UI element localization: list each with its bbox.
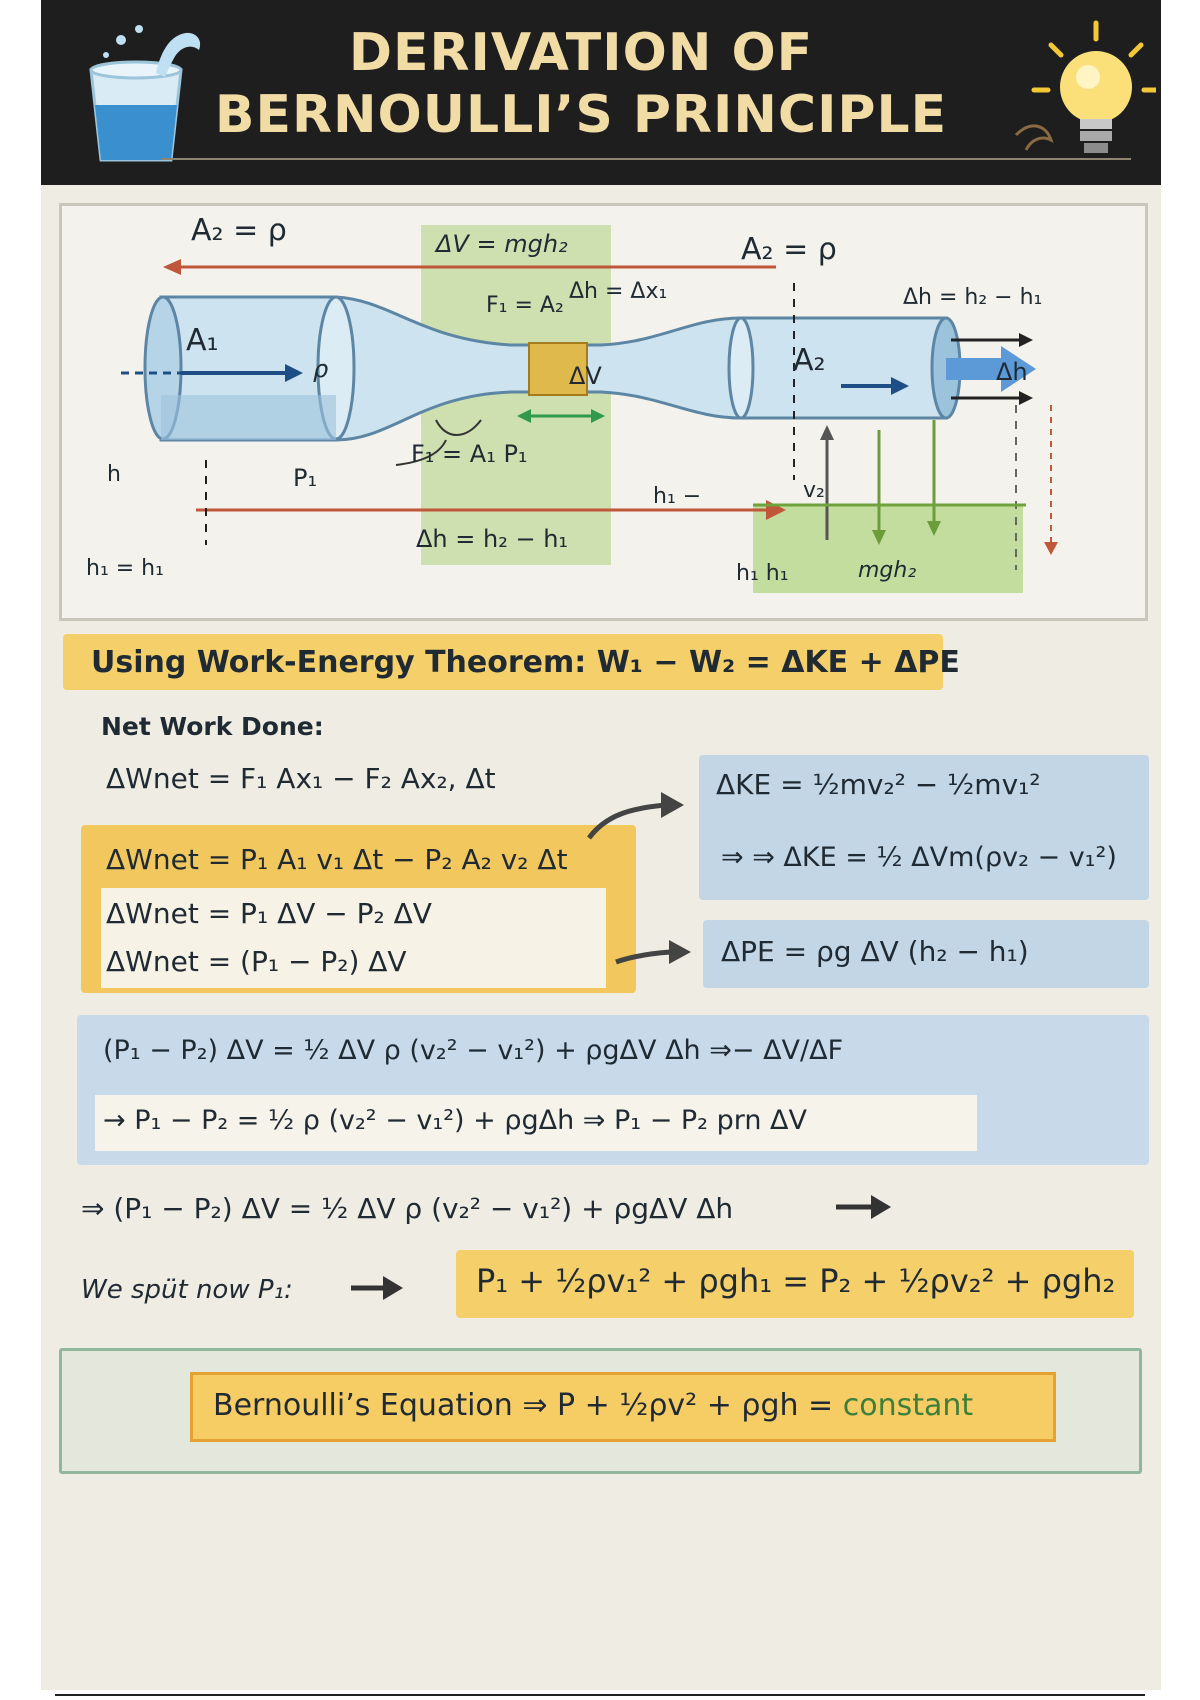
combined-equation-box [456, 1250, 1134, 1318]
page-title: DERIVATION OF BERNOULLI’S PRINCIPLE [191, 22, 971, 146]
rearrange-arrows [351, 1195, 891, 1300]
net-work-eq-4: ΔWnet = (P₁ − P₂) ΔV [106, 945, 407, 978]
net-work-inner-box [101, 888, 606, 988]
label-p1: P₁ [293, 464, 318, 492]
label-h-left: h [107, 462, 121, 487]
bernoulli-equation: Bernoulli’s Equation ⇒ P + ½ρv² + ρgh = … [213, 1388, 973, 1423]
net-work-eq-2: ΔWnet = P₁ A₁ v₁ Δt − P₂ A₂ v₂ Δt [106, 843, 568, 876]
substitution-inner-box [95, 1095, 977, 1151]
net-work-label: Net Work Done: [101, 712, 324, 741]
page-bottom-rule [55, 1694, 1145, 1696]
title-divider [161, 158, 1131, 160]
label-rho: ρ [313, 355, 329, 383]
kinetic-energy-box [699, 755, 1149, 900]
label-a1: A₁ [186, 323, 219, 358]
water-glass-icon [89, 25, 201, 162]
substitution-eq-1: (P₁ − P₂) ΔV = ½ ΔV ρ (v₂² − v₁²) + ρgΔV… [103, 1035, 844, 1066]
net-work-eq-3: ΔWnet = P₁ ΔV − P₂ ΔV [106, 897, 432, 930]
title-line-1: DERIVATION OF [348, 23, 814, 83]
split-label: We spüt now P₁: [81, 1275, 293, 1305]
label-dv-top: ΔV = mgh₂ [436, 230, 568, 258]
infographic-sheet: DERIVATION OF BERNOULLI’S PRINCIPLE [41, 0, 1161, 1690]
title-line-2: BERNOULLI’S PRINCIPLE [214, 85, 948, 145]
kinetic-energy-eq-2: ⇒ ⇒ ΔKE = ½ ΔVm(ρv₂ − v₁²) [721, 842, 1117, 873]
label-v2: v₂ [803, 478, 825, 503]
label-f1-a2: F₁ = A₂ [486, 293, 564, 318]
label-mgh2: mgh₂ [858, 558, 917, 583]
label-a2-top-right: A₂ = ρ [741, 232, 837, 267]
combined-equation: P₁ + ½ρv₁² + ρgh₁ = P₂ + ½ρv₂² + ρgh₂ [476, 1262, 1116, 1300]
label-a2-top-left: A₂ = ρ [191, 213, 287, 248]
label-dh-bottom: Δh = h₂ − h₁ [416, 525, 569, 553]
label-f1-a1p1: F₁ = A₁ P₁ [411, 440, 528, 468]
label-dh-dx: Δh = Δx₁ [569, 279, 668, 304]
label-dh-arrow: Δh [996, 358, 1028, 386]
label-h1-eq: h₁ = h₁ [86, 556, 164, 581]
label-dh-right: Δh = h₂ − h₁ [903, 285, 1043, 310]
kinetic-energy-eq-1: ΔKE = ½mv₂² − ½mv₁² [716, 768, 1041, 801]
bernoulli-constant: constant [842, 1388, 974, 1423]
venturi-tube-diagram [121, 225, 1058, 593]
substitution-eq-2: → P₁ − P₂ = ½ ρ (v₂² − v₁²) + ρgΔh ⇒ P₁ … [103, 1105, 807, 1136]
label-h1-h1: h₁ h₁ [736, 561, 789, 586]
net-work-eq-1: ΔWnet = F₁ Ax₁ − F₂ Ax₂, Δt [106, 762, 496, 795]
theorem-highlight [63, 634, 943, 690]
label-a2-mid: A₂ [793, 343, 826, 378]
rearranged-eq: ⇒ (P₁ − P₂) ΔV = ½ ΔV ρ (v₂² − v₁²) + ρg… [81, 1192, 734, 1225]
label-h1-mid: h₁ − [653, 484, 702, 509]
connector-arrows [586, 792, 691, 965]
potential-energy-box [703, 920, 1149, 988]
potential-energy-eq: ΔPE = ρg ΔV (h₂ − h₁) [721, 935, 1029, 968]
header-banner: DERIVATION OF BERNOULLI’S PRINCIPLE [41, 0, 1161, 185]
bernoulli-equation-box [190, 1372, 1056, 1442]
bernoulli-equation-text: Bernoulli’s Equation ⇒ P + ½ρv² + ρgh = [213, 1388, 843, 1423]
label-dv-mid: ΔV [569, 362, 602, 390]
light-bulb-icon [1014, 20, 1156, 153]
work-energy-theorem: Using Work-Energy Theorem: W₁ − W₂ = ΔKE… [91, 645, 960, 680]
